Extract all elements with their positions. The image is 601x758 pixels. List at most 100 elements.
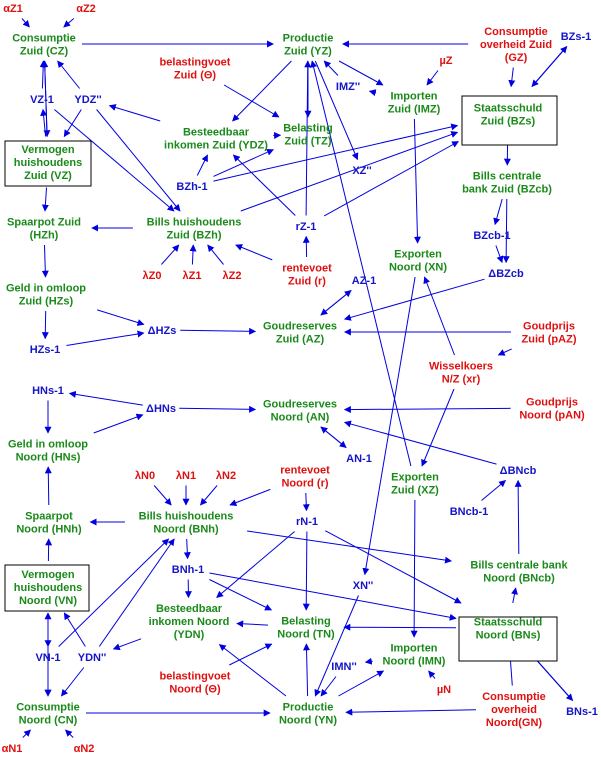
node-lN1-label: λN1 — [176, 470, 196, 482]
node-CN-label: Noord (CN) — [19, 715, 78, 727]
node-rZ-label: rentevoet — [282, 263, 332, 275]
node-lN1: λN1 — [176, 470, 196, 482]
node-HZh-label: (HZh) — [30, 230, 59, 242]
node-BNcb1-label: BNcb-1 — [450, 506, 489, 518]
node-BZs1: BZs-1 — [561, 31, 592, 43]
node-IMZ-label: Zuid (IMZ) — [388, 104, 441, 116]
edge-lZ1-to-BZh — [189, 244, 197, 265]
node-rN1: rN-1 — [296, 516, 318, 528]
node-muN: µN — [437, 684, 451, 696]
node-GN-label: overheid — [491, 704, 537, 716]
edge-YZ-to-YDZ — [232, 60, 292, 122]
edge-VZ1-to-CZ — [39, 60, 47, 89]
edge-HNh-to-HNs — [44, 466, 52, 506]
node-XNq-label: XN'' — [353, 580, 374, 592]
edge-XNq-to-YN — [314, 595, 359, 697]
node-BZcb-label: bank Zuid (BZcb) — [462, 184, 552, 196]
node-GZ-label: Consumptie — [484, 26, 548, 38]
edge-BZcb1-to-dBZcb — [495, 245, 504, 264]
node-AZ1: AZ-1 — [352, 275, 376, 287]
node-dHNs: ΔHNs — [146, 403, 176, 415]
node-BNh1-label: BNh-1 — [172, 564, 204, 576]
edge-XN-to-XNq — [362, 276, 416, 576]
edge-rZ1-to-YZ — [304, 60, 312, 216]
edge-muZ-to-IMZ — [426, 70, 439, 86]
node-YDZq: YDZ'' — [74, 94, 102, 106]
node-rN1-label: rN-1 — [296, 516, 318, 528]
node-YZ-label: Zuid (YZ) — [284, 46, 332, 58]
node-TN-label: Noord (TN) — [277, 629, 335, 641]
node-XNq: XN'' — [353, 580, 374, 592]
edge-HZs-to-dHZs — [97, 309, 145, 326]
node-pAZ-label: Zuid (pAZ) — [522, 334, 577, 346]
node-HNh-label: Spaarpot — [25, 511, 73, 523]
node-lN2: λN2 — [216, 470, 236, 482]
node-BZh-label: Bills huishoudens — [147, 217, 242, 229]
node-lZ2-label: λZ2 — [223, 270, 242, 282]
edge-rZ1-to-BZs — [323, 141, 460, 217]
node-rZ-label: Zuid (r) — [288, 276, 326, 288]
edge-XZ-to-YZ — [310, 60, 412, 467]
node-dBNcb: ΔBNcb — [500, 465, 537, 477]
node-GZ-label: (GZ) — [505, 52, 528, 64]
node-IMZq: IMZ'' — [336, 81, 361, 93]
node-IMZ-label: Importen — [390, 91, 437, 103]
node-XN-label: Exporten — [394, 249, 442, 261]
node-AN1: AN-1 — [346, 453, 372, 465]
edge-lN0-to-BNh — [153, 485, 172, 506]
edge-HZs1-to-dHZs — [66, 330, 145, 346]
node-BZs-label: Zuid (BZs) — [481, 116, 536, 128]
edge-YZ-to-XZq — [314, 60, 359, 161]
node-VN1: VN-1 — [35, 652, 60, 664]
node-YDZ-label: Besteedbaar — [183, 127, 250, 139]
node-xr-label: Wisselkoers — [429, 361, 493, 373]
node-lN0: λN0 — [135, 470, 155, 482]
edge-theN-to-TN — [229, 643, 273, 666]
node-HNs1-label: HNs-1 — [32, 385, 64, 397]
edge-BZcb-to-dBZcb — [502, 198, 510, 264]
node-YDNq-label: YDN'' — [78, 652, 107, 664]
edge-VZ1-to-BZh — [54, 109, 175, 212]
node-YDNq: YDN'' — [78, 652, 107, 664]
node-YN-label: Productie — [283, 702, 334, 714]
node-muZ-label: µZ — [439, 55, 452, 67]
edge-YDN-to-YDNq — [112, 638, 142, 651]
edge-layer — [21, 18, 574, 738]
node-VZ-label: Zuid (VZ) — [24, 170, 72, 182]
node-VZ-label: huishoudens — [14, 157, 82, 169]
node-lN2-label: λN2 — [216, 470, 236, 482]
node-BNh-label: Bills huishoudens — [139, 511, 234, 523]
node-rZ1: rZ-1 — [296, 221, 317, 233]
edge-muN-to-IMN — [428, 670, 436, 679]
edge-rN-to-BNh — [229, 488, 271, 506]
edge-rN-to-rN1 — [302, 492, 310, 512]
node-YDZ-label: inkomen Zuid (YDZ) — [164, 140, 268, 152]
edge-aZ2-to-CZ — [63, 18, 75, 28]
edge-lN2-to-BNh — [200, 485, 218, 506]
node-theZ-label: Zuid (Θ) — [174, 70, 216, 82]
edge-VN1-to-BNh — [58, 538, 170, 647]
edge-VZ-to-VZ1 — [40, 108, 48, 137]
node-lZ0: λZ0 — [143, 270, 162, 282]
edge-HNs-to-dHNs — [93, 413, 144, 434]
node-rN-label: Noord (r) — [281, 478, 328, 490]
node-HZs-label: Zuid (HZs) — [19, 296, 74, 308]
edge-lZ2-to-BZh — [207, 244, 224, 265]
node-HNh-label: Noord (HNh) — [16, 524, 82, 536]
node-AN-label: Noord (AN) — [271, 412, 330, 424]
node-YDN-label: inkomen Noord — [149, 616, 230, 628]
